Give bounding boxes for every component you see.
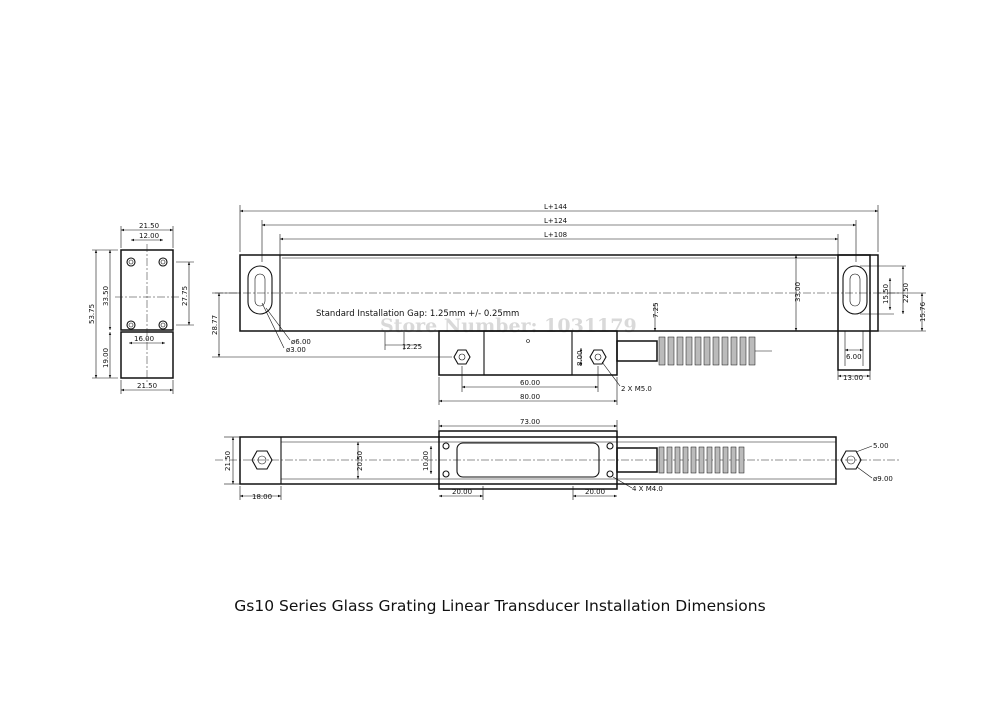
- bottom-body-height: 20.50: [356, 451, 364, 471]
- bottom-reader-thickness: 10.00: [422, 451, 430, 471]
- end-view-hole-spacing: 12.00: [139, 232, 159, 240]
- end-view-lower-width: 16.00: [134, 335, 154, 343]
- hole-diameter-large: ø6.00: [291, 338, 311, 346]
- drawing-caption: Gs10 Series Glass Grating Linear Transdu…: [234, 597, 766, 615]
- left-mount-slot: [247, 265, 273, 315]
- reader-screw-left: [453, 349, 471, 365]
- bottom-left-mount-hole: [251, 450, 273, 470]
- bottom-left-screw-offset: 20.00: [452, 488, 472, 496]
- bottom-screw-spec: 4 X M4.0: [632, 485, 663, 493]
- bottom-right-mount-hole: [840, 450, 862, 470]
- gap-offset: 12.25: [402, 343, 422, 351]
- end-view-top-width: 21.50: [139, 222, 159, 230]
- end-view-total-height: 53.75: [88, 304, 96, 324]
- end-view-hole-height: 27.75: [181, 286, 189, 306]
- offset-height: 28.77: [211, 315, 219, 335]
- bottom-end-length: 18.00: [252, 493, 272, 501]
- slot-height: 15.50: [882, 284, 890, 304]
- bottom-view: 21.50 20.50 73.00 10.00 18.00 20.00 20.0…: [215, 418, 900, 501]
- bracket-width: 13.00: [843, 374, 863, 382]
- end-view-upper-height: 33.50: [102, 286, 110, 306]
- bottom-reader-length: 73.00: [520, 418, 540, 426]
- reader-width: 80.00: [520, 393, 540, 401]
- reader-screw-right: [589, 349, 607, 365]
- front-view: L+144 L+124 L+108: [211, 203, 927, 405]
- reader-height: 8.00: [576, 350, 584, 366]
- bottom-cable-connector: [616, 447, 658, 473]
- bottom-cable-spring: [658, 446, 745, 474]
- cable-spring: [658, 336, 756, 366]
- reader-offset: 7.25: [652, 302, 660, 318]
- end-view-lower-height: 19.00: [102, 348, 110, 368]
- bracket-total: 15.76: [919, 301, 927, 322]
- bottom-end-hole-small: 5.00: [873, 442, 889, 450]
- bracket-slot-width: 6.00: [846, 353, 862, 361]
- end-view: 21.50 12.00 53.75 33.50 19.00 27.75 16.0…: [88, 222, 194, 394]
- length-l108: L+108: [544, 231, 567, 239]
- bottom-end-hole-large: ø9.00: [873, 475, 893, 483]
- body-height: 33.00: [794, 282, 802, 302]
- length-l124: L+124: [544, 217, 568, 225]
- hole-diameter-small: ø3.00: [286, 346, 306, 354]
- installation-gap-note: Standard Installation Gap: 1.25mm +/- 0.…: [316, 309, 519, 319]
- reading-head: [438, 330, 618, 376]
- bottom-height: 21.50: [224, 451, 232, 471]
- length-l144: L+144: [544, 203, 568, 211]
- bottom-right-screw-offset: 20.00: [585, 488, 605, 496]
- cable-connector: [616, 340, 658, 362]
- end-view-screw-holes: [126, 257, 168, 330]
- end-view-bottom-width: 21.50: [137, 382, 157, 390]
- reader-screw-spec: 2 X M5.0: [621, 385, 652, 393]
- reader-hole-spacing: 60.00: [520, 379, 540, 387]
